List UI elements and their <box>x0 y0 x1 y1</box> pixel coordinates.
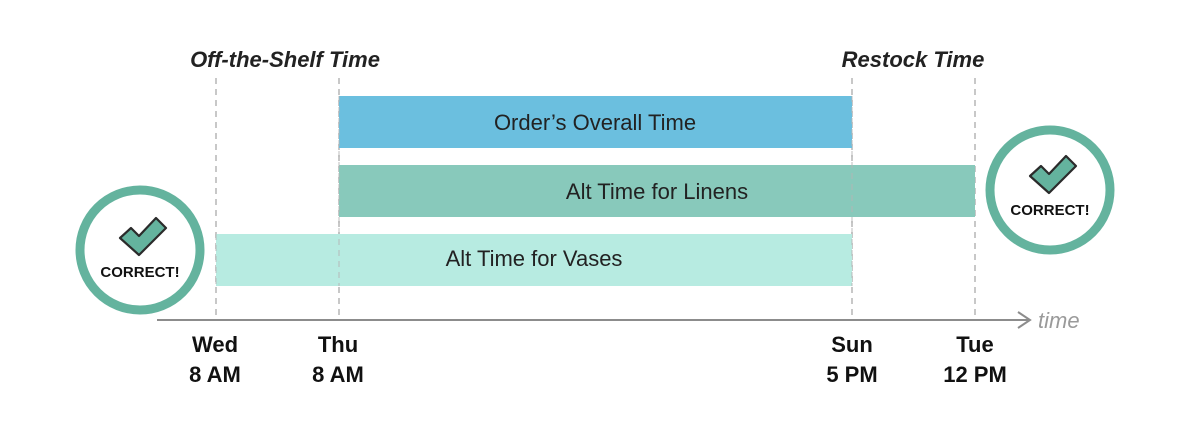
axis-arrowhead <box>1017 311 1032 329</box>
guide-lines-overlay <box>215 96 853 286</box>
tick-thu-time: 8 AM <box>312 362 364 387</box>
check-icon <box>118 216 168 257</box>
tick-thu-day: Thu <box>318 332 358 357</box>
bar-vases-rect <box>216 234 852 286</box>
tick-tue-time: 12 PM <box>943 362 1007 387</box>
axis-label: time <box>1038 308 1080 333</box>
tick-wed-time: 8 AM <box>189 362 241 387</box>
off-the-shelf-label: Off-the-Shelf Time <box>190 47 380 72</box>
bar-linens: Alt Time for Linens <box>339 165 975 217</box>
bar-overall-label: Order’s Overall Time <box>494 110 696 135</box>
tick-labels: Wed 8 AM Thu 8 AM Sun 5 PM Tue 12 PM <box>189 332 1007 387</box>
check-icon <box>1028 154 1078 195</box>
bar-linens-rect <box>339 165 975 217</box>
bar-vases: Alt Time for Vases <box>216 234 852 286</box>
correct-badge-right: CORRECT! <box>985 125 1115 255</box>
badge-text-left: CORRECT! <box>100 264 179 281</box>
tick-tue-day: Tue <box>956 332 993 357</box>
bar-overall-rect <box>339 96 852 148</box>
tick-sun-day: Sun <box>831 332 873 357</box>
time-axis: time <box>157 308 1080 333</box>
bar-vases-label: Alt Time for Vases <box>446 246 623 271</box>
badge-text-right: CORRECT! <box>1010 202 1089 219</box>
bar-linens-label: Alt Time for Linens <box>566 179 748 204</box>
tick-sun-time: 5 PM <box>826 362 877 387</box>
correct-badge-left: CORRECT! <box>75 185 205 315</box>
bar-overall: Order’s Overall Time <box>339 96 852 148</box>
restock-label: Restock Time <box>842 47 985 72</box>
tick-wed-day: Wed <box>192 332 238 357</box>
